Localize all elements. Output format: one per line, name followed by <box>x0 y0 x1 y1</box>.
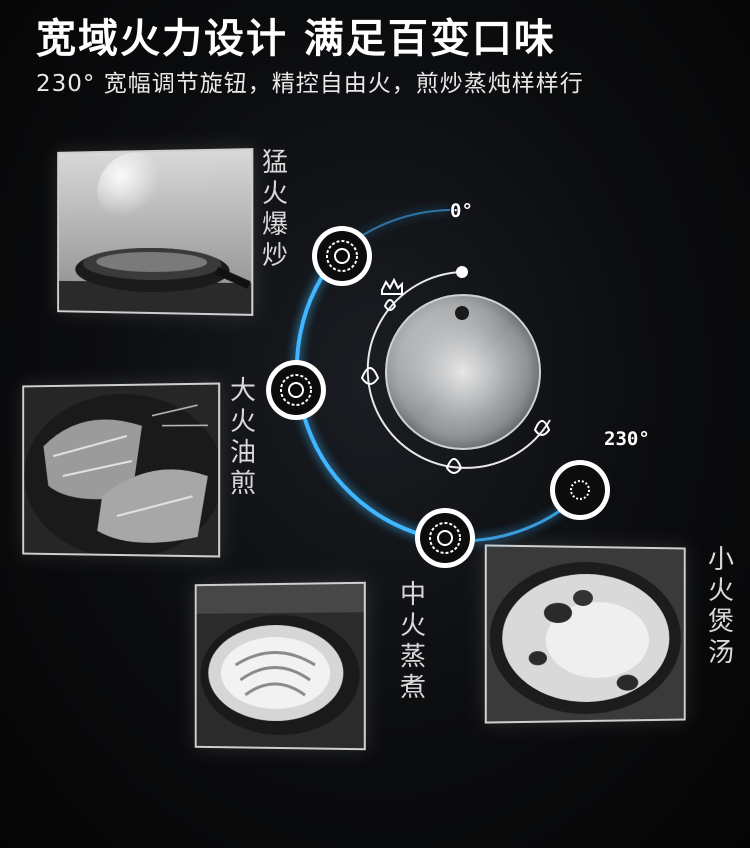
mode-label-steam: 中火蒸煮 <box>399 580 426 703</box>
salmon-pan-fry-photo <box>22 382 221 558</box>
outer-glow-arc <box>295 248 446 542</box>
metal-knob <box>386 295 540 449</box>
burner-icon <box>550 460 610 520</box>
page-title: 宽域火力设计 满足百变口味 <box>36 16 556 62</box>
dial-max-label: 230° <box>604 428 650 450</box>
steamed-dish-photo <box>194 581 366 751</box>
burner-icon <box>415 508 475 568</box>
inner-scale-ring <box>366 271 551 469</box>
knob-indicator-dot <box>455 306 469 320</box>
mode-label-salmon: 大火油煎 <box>229 376 256 499</box>
chicken-soup-photo <box>484 544 686 724</box>
burner-icon <box>312 226 372 286</box>
flame-icon <box>445 458 463 474</box>
start-dot <box>456 266 468 278</box>
mode-label-soup: 小火煲汤 <box>707 545 734 668</box>
mode-label-wok: 猛火爆炒 <box>261 148 288 271</box>
dial-min-label: 0° <box>450 200 473 222</box>
wok-stirfry-photo <box>57 148 254 316</box>
flame-icon <box>360 367 380 385</box>
flame-icon <box>533 420 551 436</box>
burner-icon <box>266 360 326 420</box>
flame-icon <box>381 277 403 311</box>
page-subtitle: 230° 宽幅调节旋钮，精控自由火，煎炒蒸炖样样行 <box>36 71 584 97</box>
